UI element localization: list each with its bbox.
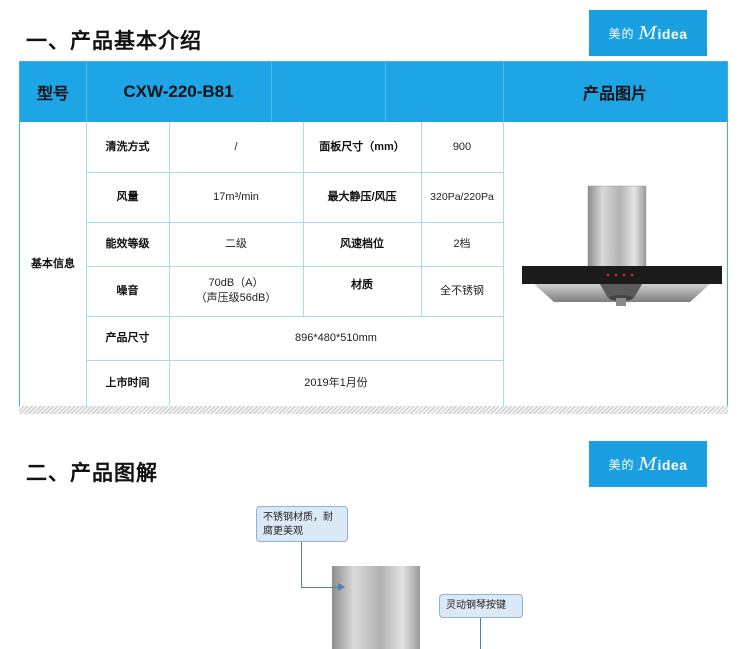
chimney-image (332, 566, 420, 649)
midea-logo-2: 美的 Midea (589, 441, 707, 487)
callout-leader-line (301, 587, 339, 588)
callout-piano-keys: 灵动钢琴按键 (439, 594, 523, 618)
midea-logo: 美的 Midea (589, 10, 707, 56)
callout-stainless-line2: 腐更美观 (263, 526, 303, 537)
value-wash-method: / (234, 140, 238, 153)
label-panel-size: 面板尺寸（mm） (319, 140, 405, 153)
value-airflow: 17m³/min (213, 190, 259, 203)
callout-stainless: 不锈钢材质，耐 腐更美观 (256, 506, 348, 542)
label-max-pressure: 最大静压/风压 (327, 190, 397, 203)
value-noise: 70dB（A） （声压级56dB） (169, 266, 303, 316)
model-label: 型号 (36, 86, 69, 103)
brand-cn-text: 美的 (608, 26, 635, 41)
brand-cn-text: 美的 (608, 457, 635, 472)
section-title-basic-intro: 一、产品基本介绍 (26, 30, 202, 53)
label-wash-method: 清洗方式 (105, 140, 150, 153)
value-product-size: 896*480*510mm (295, 331, 377, 344)
group-label: 基本信息 (31, 258, 75, 270)
label-efficiency: 能效等级 (105, 237, 150, 250)
value-launch-date: 2019年1月份 (304, 376, 368, 389)
value-material: 全不锈钢 (440, 284, 484, 297)
model-value: CXW-220-B81 (123, 82, 234, 101)
label-material: 材质 (351, 278, 373, 291)
section-title-diagram: 二、产品图解 (26, 462, 158, 485)
spec-table: 型号 CXW-220-B81 产品图片 基本信息 清洗方式 / 面板尺寸（mm）… (19, 61, 728, 408)
spec-table-header: 型号 CXW-220-B81 产品图片 (20, 62, 727, 122)
value-panel-size: 900 (452, 140, 472, 153)
callout-leader-line (301, 542, 302, 588)
value-efficiency: 二级 (225, 237, 247, 250)
callout-stainless-line1: 不锈钢材质，耐 (263, 512, 333, 523)
label-noise: 噪音 (116, 284, 139, 297)
range-hood-image (522, 185, 722, 306)
value-speed-levels: 2档 (453, 237, 471, 250)
spec-table-body: 基本信息 清洗方式 / 面板尺寸（mm） 900 风量 17m³/min 最大静… (20, 122, 727, 407)
label-airflow: 风量 (116, 190, 139, 203)
callout-leader-line-2 (480, 618, 481, 649)
image-label: 产品图片 (582, 86, 647, 103)
section-divider (19, 406, 728, 414)
brand-en-text: Midea (638, 453, 688, 475)
value-max-pressure: 320Pa/220Pa (430, 190, 494, 203)
label-speed-levels: 风速档位 (340, 237, 384, 250)
label-launch-date: 上市时间 (105, 376, 150, 389)
brand-en-text: Midea (638, 22, 688, 44)
arrow-head-icon (338, 583, 345, 591)
label-product-size: 产品尺寸 (105, 331, 150, 344)
value-noise-line1: 70dB（A） (208, 277, 264, 289)
value-noise-line2: （声压级56dB） (195, 292, 277, 304)
